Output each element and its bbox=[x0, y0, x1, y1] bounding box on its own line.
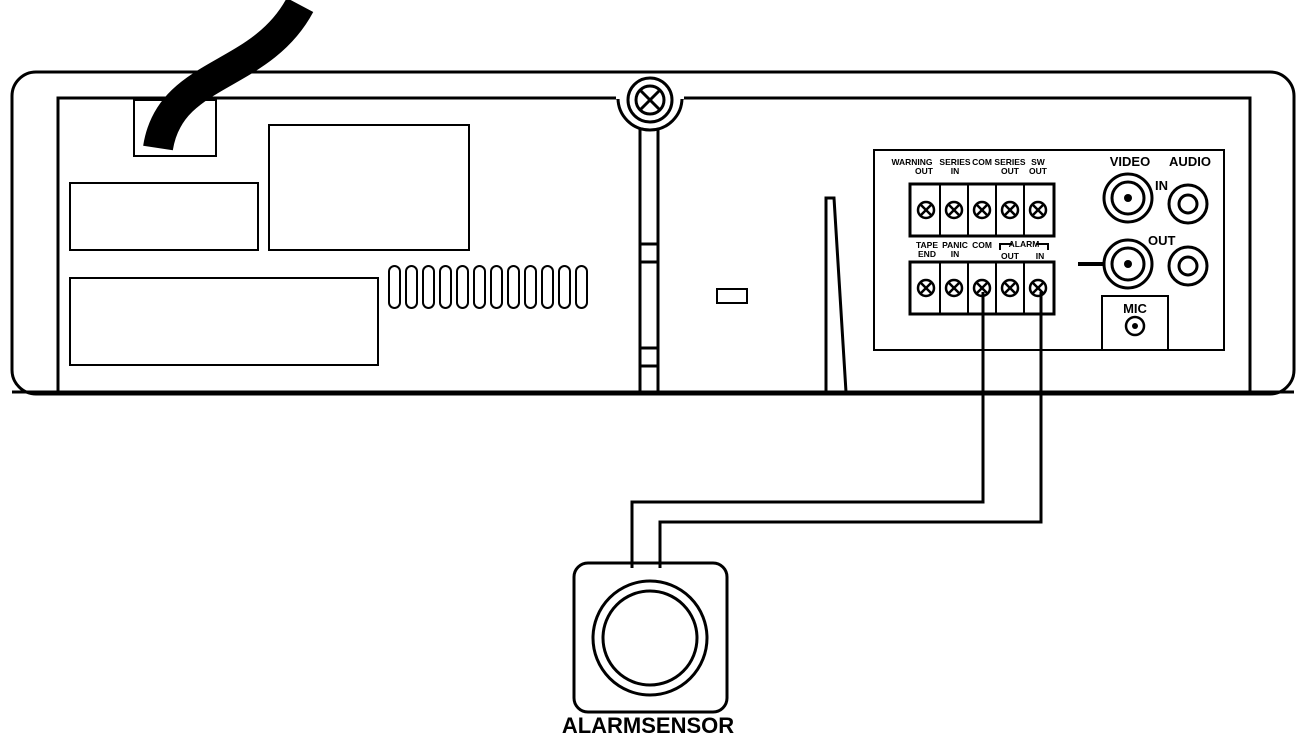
center-screw bbox=[616, 76, 684, 132]
top-terminal-block bbox=[908, 182, 1056, 238]
mic-jack-icon bbox=[1124, 315, 1146, 337]
right-panel bbox=[716, 149, 1225, 393]
label-series-out-2: OUT bbox=[1001, 166, 1020, 176]
label-tape-end-1: TAPE bbox=[916, 240, 938, 250]
panel-window-bottom bbox=[69, 277, 379, 366]
label-alarm-in: IN bbox=[1036, 251, 1045, 261]
video-in-connector-icon bbox=[1102, 172, 1154, 224]
panel-window-left bbox=[69, 182, 259, 251]
housing-outer bbox=[10, 70, 1296, 396]
alarm-sensor bbox=[572, 561, 729, 714]
connector-panel bbox=[873, 149, 1225, 351]
terminal-screw-icon bbox=[1000, 200, 1020, 220]
left-panel bbox=[69, 99, 588, 366]
label-series-in-1: SERIES bbox=[939, 157, 971, 167]
mic-box bbox=[1101, 295, 1169, 351]
label-warning-out-2: OUT bbox=[915, 166, 934, 176]
label-sw-out-2: OUT bbox=[1029, 166, 1048, 176]
label-video: VIDEO bbox=[1110, 154, 1150, 169]
label-sw-out-1: SW bbox=[1031, 157, 1046, 167]
top-terminal-labels: WARNING OUT SERIES IN COM SERIES OUT SW … bbox=[891, 157, 1047, 176]
power-cable bbox=[143, 0, 314, 152]
label-alarm: ALARM bbox=[1009, 239, 1040, 249]
terminal-screw-icon bbox=[916, 278, 936, 298]
sensor-body bbox=[572, 561, 729, 714]
label-in: IN bbox=[1155, 178, 1168, 193]
label-series-in-2: IN bbox=[951, 166, 960, 176]
terminal-screw-icon bbox=[1028, 200, 1048, 220]
label-alarm-out: OUT bbox=[1001, 251, 1020, 261]
audio-out-connector-icon bbox=[1167, 245, 1209, 287]
label-mic: MIC bbox=[1123, 301, 1147, 316]
label-out: OUT bbox=[1148, 233, 1176, 248]
label-tape-end-2: END bbox=[918, 249, 936, 259]
label-panic-in-1: PANIC bbox=[942, 240, 968, 250]
wire-alarm-in bbox=[658, 292, 1043, 568]
sensor-lens-icon bbox=[591, 579, 709, 697]
terminal-screw-icon bbox=[916, 200, 936, 220]
bottom-terminal-labels: TAPE END PANIC IN COM ALARM OUT IN bbox=[916, 239, 1049, 261]
terminal-screw-icon bbox=[1028, 278, 1048, 298]
video-out-connector-icon bbox=[1102, 238, 1154, 290]
vent-slots bbox=[388, 265, 588, 309]
label-warning-out-1: WARNING bbox=[891, 157, 932, 167]
audio-in-connector-icon bbox=[1167, 183, 1209, 225]
sensor-label: ALARMSENSOR bbox=[562, 713, 734, 738]
alarm-wires bbox=[630, 292, 1043, 568]
terminal-screw-icon bbox=[1000, 278, 1020, 298]
label-panic-in-2: IN bbox=[951, 249, 960, 259]
av-connectors: VIDEO AUDIO IN OUT MIC bbox=[1078, 154, 1211, 351]
terminal-screw-icon bbox=[944, 200, 964, 220]
label-series-out-1: SERIES bbox=[994, 157, 1026, 167]
label-com-bottom: COM bbox=[972, 240, 992, 250]
plastic-tab bbox=[824, 196, 848, 393]
center-rail bbox=[638, 128, 660, 392]
alarm-bracket bbox=[999, 243, 1012, 250]
terminal-screw-icon bbox=[972, 200, 992, 220]
terminal-screw-icon bbox=[944, 278, 964, 298]
label-com-top: COM bbox=[972, 157, 992, 167]
wire-alarm-out bbox=[630, 292, 985, 568]
small-indicator bbox=[716, 288, 748, 304]
panel-window-top bbox=[268, 124, 470, 251]
label-audio: AUDIO bbox=[1169, 154, 1211, 169]
